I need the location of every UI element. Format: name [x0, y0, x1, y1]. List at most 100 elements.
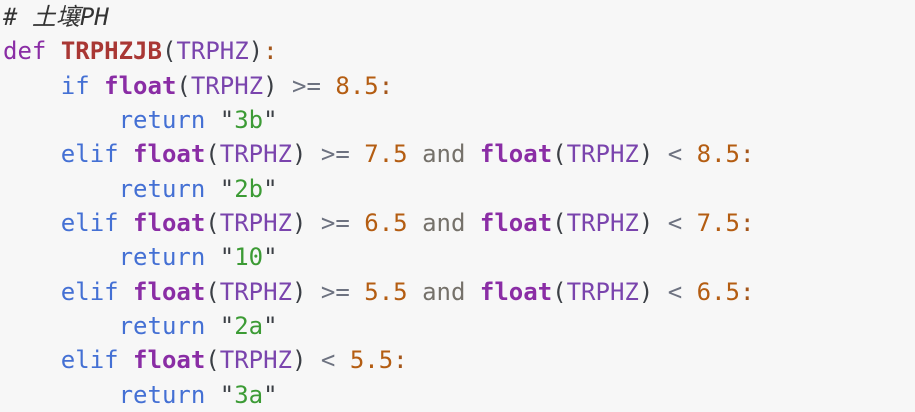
- code-token-num: 7.5: [696, 208, 741, 237]
- code-token-strq: ": [219, 105, 235, 134]
- code-token-plain: [350, 140, 364, 168]
- code-token-plain: [119, 140, 133, 168]
- code-token-plain: [408, 278, 422, 306]
- code-token-builtin: float: [479, 208, 553, 237]
- code-token-plain: [119, 346, 133, 374]
- code-token-strq: ": [219, 243, 235, 272]
- code-token-builtin: float: [479, 277, 553, 306]
- code-token-op: <: [667, 140, 683, 169]
- code-token-wordop: and: [422, 277, 466, 306]
- code-token-op: <: [667, 277, 683, 306]
- code-token-ctrl: return: [118, 311, 206, 340]
- code-token-var: TRPHZ: [219, 140, 292, 169]
- code-token-plain: [350, 278, 364, 306]
- code-token-plain: [465, 278, 479, 306]
- code-token-plain: [653, 140, 667, 168]
- code-token-builtin: float: [479, 140, 553, 169]
- code-token-wordop: and: [422, 208, 466, 237]
- code-token-colon: :: [740, 208, 755, 237]
- code-token-str: 2a: [234, 311, 264, 340]
- code-token-kwdef: def: [3, 37, 47, 66]
- code-token-op: >=: [320, 140, 350, 169]
- code-token-strq: ": [219, 380, 235, 409]
- code-token-plain: [682, 278, 696, 306]
- code-token-num: 5.5: [364, 277, 408, 306]
- code-token-var: TRPHZ: [566, 140, 639, 169]
- code-line: def TRPHZJB(TRPHZ):: [3, 34, 915, 68]
- code-token-plain: [3, 140, 61, 168]
- code-token-punct: ): [263, 71, 278, 100]
- code-token-punct: (: [161, 37, 177, 66]
- code-token-strq: ": [219, 311, 235, 340]
- code-token-str: 3b: [234, 105, 264, 134]
- code-token-punct: ): [292, 277, 307, 306]
- code-line: return "3b": [3, 103, 915, 137]
- code-token-op: <: [667, 208, 683, 237]
- code-line: elif float(TRPHZ) >= 6.5 and float(TRPHZ…: [3, 206, 915, 240]
- code-token-plain: [205, 175, 219, 203]
- code-token-str: 3a: [234, 380, 264, 409]
- code-token-str: 2b: [234, 174, 264, 203]
- code-token-plain: [306, 209, 320, 237]
- code-token-plain: [3, 381, 119, 409]
- code-token-plain: [321, 72, 335, 100]
- code-token-plain: [3, 243, 119, 271]
- code-token-plain: [3, 106, 119, 134]
- code-token-punct: (: [552, 140, 567, 169]
- code-token-num: 7.5: [364, 140, 408, 169]
- code-token-punct: ): [292, 208, 307, 237]
- code-token-punct: ): [248, 37, 264, 66]
- code-token-ctrl: elif: [60, 277, 119, 306]
- code-token-strq: ": [219, 174, 235, 203]
- code-token-fname: TRPHZJB: [60, 37, 162, 66]
- code-token-plain: [306, 278, 320, 306]
- code-line: if float(TRPHZ) >= 8.5:: [3, 69, 915, 103]
- code-token-ctrl: return: [118, 105, 206, 134]
- code-token-strq: ": [263, 311, 278, 340]
- code-token-colon: :: [393, 346, 408, 375]
- code-token-colon: :: [740, 277, 755, 306]
- code-token-plain: [205, 243, 219, 271]
- code-token-str: 10: [234, 243, 264, 272]
- code-token-builtin: float: [133, 346, 206, 375]
- code-token-punct: ): [292, 346, 307, 375]
- code-token-plain: [653, 209, 667, 237]
- code-token-plain: [465, 209, 479, 237]
- code-token-plain: [119, 278, 133, 306]
- code-token-punct: ): [638, 277, 654, 306]
- code-token-builtin: float: [104, 71, 177, 100]
- code-token-wordop: and: [422, 140, 466, 169]
- code-token-plain: [119, 209, 133, 237]
- code-line: elif float(TRPHZ) < 5.5:: [3, 343, 915, 377]
- code-token-plain: [3, 209, 61, 237]
- code-token-plain: [306, 140, 320, 168]
- code-line: return "2a": [3, 309, 915, 343]
- code-token-var: TRPHZ: [176, 37, 249, 66]
- code-token-var: TRPHZ: [566, 277, 639, 306]
- code-token-punct: (: [205, 208, 220, 237]
- code-token-ctrl: elif: [60, 346, 119, 375]
- code-token-op: >=: [320, 277, 350, 306]
- code-token-num: 6.5: [696, 277, 741, 306]
- code-token-var: TRPHZ: [219, 208, 292, 237]
- code-token-colon: :: [740, 140, 755, 169]
- code-token-var: TRPHZ: [566, 208, 639, 237]
- code-token-punct: (: [205, 140, 220, 169]
- code-line: elif float(TRPHZ) >= 5.5 and float(TRPHZ…: [3, 275, 915, 309]
- code-token-plain: [46, 37, 60, 65]
- code-token-ctrl: return: [118, 380, 206, 409]
- code-token-plain: [350, 209, 364, 237]
- code-token-op: >=: [292, 71, 321, 100]
- code-token-var: TRPHZ: [219, 277, 292, 306]
- code-token-builtin: float: [133, 277, 206, 306]
- code-line: return "10": [3, 240, 915, 274]
- code-token-comment: # 土壤PH: [3, 3, 109, 31]
- code-token-plain: [682, 140, 696, 168]
- code-token-plain: [90, 72, 104, 100]
- code-token-ctrl: return: [118, 243, 206, 272]
- code-token-colon: :: [263, 37, 278, 66]
- code-token-ctrl: return: [118, 174, 206, 203]
- code-token-ctrl: elif: [60, 208, 119, 237]
- code-token-plain: [682, 209, 696, 237]
